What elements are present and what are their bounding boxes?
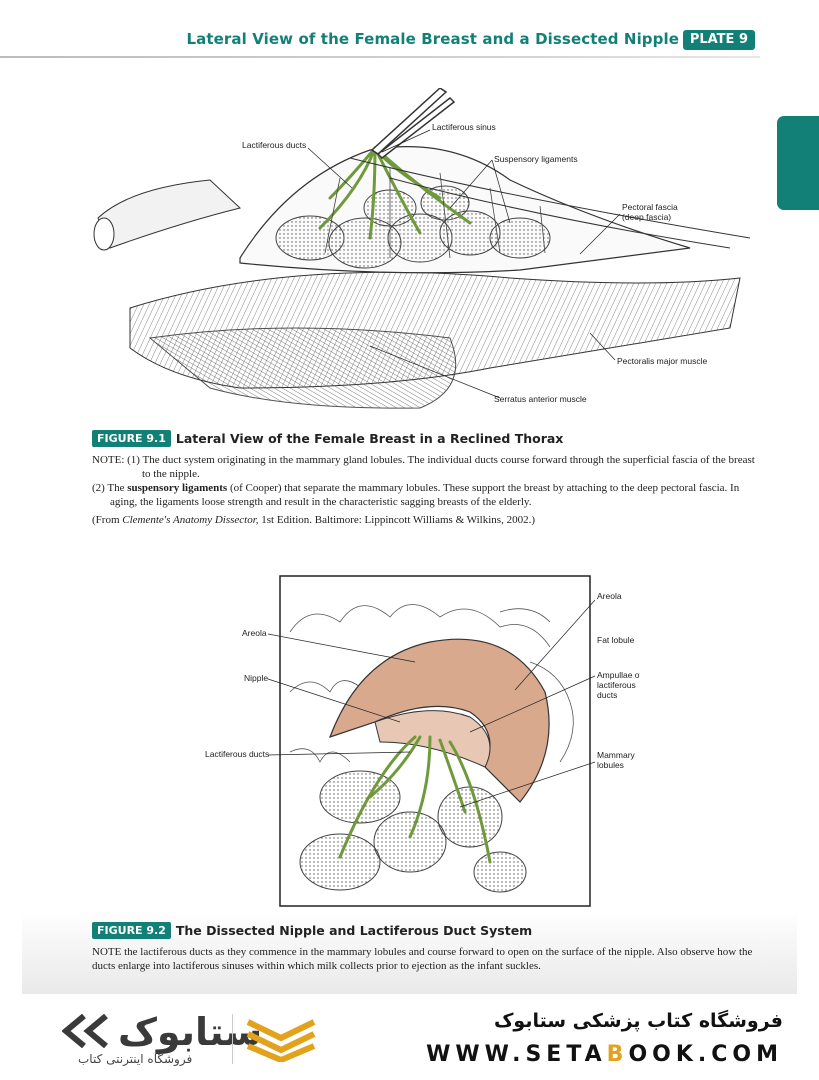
double-chevron-icon xyxy=(62,1014,108,1048)
page-header: Lateral View of the Female Breast and a … xyxy=(0,22,819,62)
fat-lobules-drawing xyxy=(289,604,574,763)
shop-url[interactable]: WWW.SETABOOK.COM xyxy=(426,1042,783,1067)
figure-9-1-caption: FIGURE 9.1 Lateral View of the Female Br… xyxy=(92,430,762,527)
logo-wordmark-icon: ستابوک xyxy=(118,1010,263,1054)
suspensory-ligaments-drawing xyxy=(324,168,546,259)
areola-drawing xyxy=(328,638,550,803)
logo-tagline: فروشگاه اینترنتی کتاب xyxy=(78,1052,193,1066)
figure-9-2-title: The Dissected Nipple and Lactiferous Duc… xyxy=(175,923,533,938)
figure-9-1-badge: FIGURE 9.1 xyxy=(92,430,171,447)
nipple-drawing xyxy=(374,710,491,768)
label-lactiferous-sinus: Lactiferous sinus xyxy=(432,122,496,132)
label-nipple: Nipple xyxy=(244,673,268,683)
header-rule xyxy=(0,56,760,58)
label-mammary-1: Mammary xyxy=(597,750,636,760)
serratus-anterior-muscle xyxy=(148,327,457,409)
shop-name: فروشگاه کتاب پزشکی ستابوک xyxy=(493,1010,783,1032)
label-ampullae-2: lactiferous xyxy=(597,680,636,690)
lactiferous-ducts-drawing xyxy=(338,735,492,864)
figure-9-2-caption: FIGURE 9.2 The Dissected Nipple and Lact… xyxy=(92,922,762,973)
label-pectoralis-major: Pectoralis major muscle xyxy=(617,356,707,366)
label-areola-right: Areola xyxy=(597,591,622,601)
figure-9-2-badge: FIGURE 9.2 xyxy=(92,922,171,939)
label-areola-left: Areola xyxy=(242,628,267,638)
figure-9-2-illustration: Areola Nipple Lactiferous ducts Areola F… xyxy=(205,575,640,907)
note-2: (2) The suspensory ligaments (of Cooper)… xyxy=(92,482,740,508)
footer-banner: ستابوک فروشگاه اینترنتی کتاب فروشگاه کتا… xyxy=(0,994,819,1080)
label-mammary-2: lobules xyxy=(597,760,624,770)
label-lactiferous-ducts: Lactiferous ducts xyxy=(205,749,269,759)
label-serratus-anterior: Serratus anterior muscle xyxy=(494,394,587,404)
logo-divider xyxy=(232,1014,233,1064)
figure-9-1-title: Lateral View of the Female Breast in a R… xyxy=(175,431,564,446)
plate-badge: PLATE 9 xyxy=(682,30,755,50)
book-stack-icon xyxy=(246,1019,316,1062)
suspensory-ligaments-term: suspensory ligaments xyxy=(127,482,228,494)
note-1: NOTE: (1) The duct system originating in… xyxy=(92,454,755,480)
label-ampullae-1: Ampullae of xyxy=(597,670,640,680)
figure-9-1-source: (From Clemente's Anatomy Dissector, 1st … xyxy=(92,514,535,526)
label-suspensory-ligaments: Suspensory ligaments xyxy=(494,154,578,164)
forceps-drawing xyxy=(370,88,456,159)
label-lactiferous-ducts: Lactiferous ducts xyxy=(242,140,306,150)
label-ampullae-3: ducts xyxy=(597,690,617,700)
label-pectoral-fascia: Pectoral fascia xyxy=(622,202,678,212)
figure-9-1-illustration: Lactiferous ducts Lactiferous sinus Susp… xyxy=(93,88,750,409)
page-title: Lateral View of the Female Breast and a … xyxy=(186,30,679,48)
figure-9-2-note: NOTE the lactiferous ducts as they comme… xyxy=(92,946,753,972)
lactiferous-ducts-drawing xyxy=(318,146,472,240)
label-deep-fascia: (deep fascia) xyxy=(622,212,671,222)
chapter-edge-tab xyxy=(777,116,819,210)
pectoral-fascia-line xyxy=(389,177,731,249)
label-fat-lobule: Fat lobule xyxy=(597,635,635,645)
mammary-lobules xyxy=(275,185,551,269)
mammary-lobules-drawing xyxy=(299,770,527,893)
figure-9-1-notes: NOTE: (1) The duct system originating in… xyxy=(92,453,762,527)
